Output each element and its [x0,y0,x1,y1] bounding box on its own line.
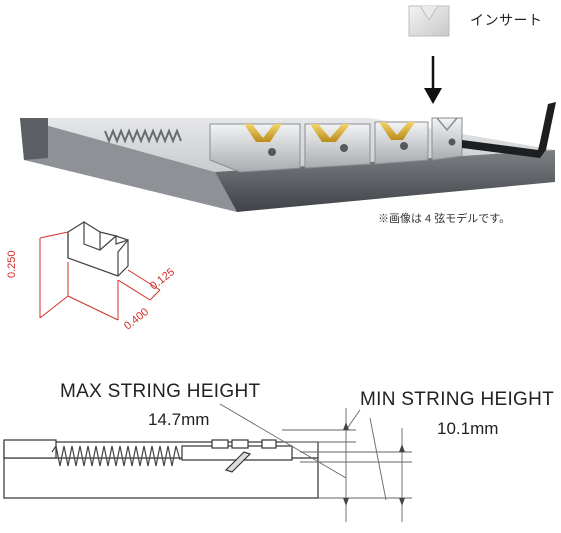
insert-icon [408,5,450,37]
dimension-lines [39,231,161,321]
down-arrow-icon [424,56,442,104]
model-note: ※画像は 4 弦モデルです。 [378,213,511,225]
saddle-4 [431,117,463,161]
insert-dimension-drawing [67,220,129,277]
intonation-spring [104,128,182,144]
saddle-1 [209,123,301,173]
max-string-height-title: MAX STRING HEIGHT [60,381,261,402]
saddle-3 [374,121,429,165]
min-string-height-title: MIN STRING HEIGHT [360,389,555,410]
dimension-arrows [343,422,405,506]
min-string-height-value: 10.1mm [437,419,499,438]
max-string-height-value: 14.7mm [148,410,210,429]
insert-label: インサート [470,12,543,28]
allen-wrench [462,102,556,158]
bridge-profile-drawing [3,439,319,499]
saddle-2 [304,123,371,169]
insert-height-dimension: 0.250 [6,250,18,278]
